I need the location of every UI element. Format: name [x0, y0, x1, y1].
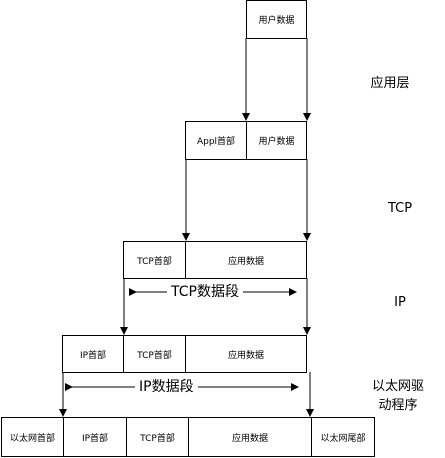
ip-segment-label: IP数据段	[135, 379, 198, 395]
user-data-box: 用户数据	[246, 121, 307, 160]
app-data-box: 应用数据	[185, 335, 307, 373]
appl-header-box: Appl首部	[185, 121, 247, 160]
layer-label-tcp: TCP	[387, 201, 413, 216]
layer-label-ethernet-line1: 以太网驱	[371, 379, 424, 394]
layer-label-ethernet-driver: 以太网驱 动程序	[358, 377, 438, 415]
user-data-box: 用户数据	[246, 0, 307, 39]
app-data-box: 应用数据	[185, 241, 307, 279]
app-data-box: 应用数据	[188, 417, 312, 457]
tcp-header-box: TCP首部	[123, 241, 186, 279]
layer-label-application: 应用层	[370, 76, 410, 91]
ip-header-box: IP首部	[62, 335, 124, 373]
tcp-header-box: TCP首部	[126, 417, 189, 457]
tcp-segment-label: TCP数据段	[167, 284, 243, 300]
ethernet-trailer-box: 以太网尾部	[311, 417, 375, 457]
layer-label-ethernet-line2: 动程序	[378, 398, 418, 413]
layer-label-ip: IP	[394, 295, 406, 310]
ethernet-header-box: 以太网首部	[1, 417, 64, 457]
ip-header-box: IP首部	[63, 417, 127, 457]
tcp-header-box: TCP首部	[123, 335, 186, 373]
